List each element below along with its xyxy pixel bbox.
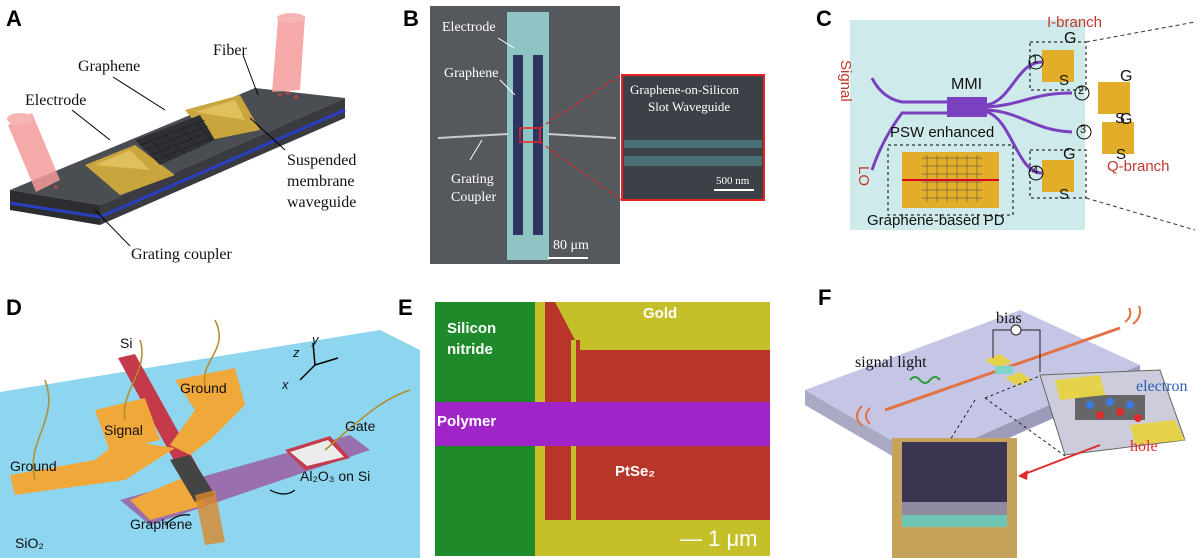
- label-d-x: x: [282, 377, 289, 392]
- label-f-hole: hole: [1130, 438, 1158, 455]
- label-e-gold: Gold: [643, 305, 678, 322]
- label-d-graphene: Graphene: [130, 516, 193, 532]
- label-b-inset-title2: Slot Waveguide: [648, 99, 731, 114]
- label-e-ptse2: PtSe₂: [615, 463, 656, 480]
- label-b-inset-title1: Graphene-on-Silicon: [630, 82, 740, 97]
- panel-c: C: [812, 0, 1200, 270]
- label-b-coupler: Coupler: [451, 190, 497, 205]
- label-c-signal: Signal: [837, 60, 854, 102]
- panel-e: E Silicon nitride Gold Polymer PtSe₂ — 1…: [395, 280, 780, 558]
- label-c-g2: G: [1120, 68, 1133, 85]
- label-d-ground-left: Ground: [10, 458, 57, 474]
- panel-label-d: D: [6, 295, 22, 320]
- panel-label-a: A: [6, 6, 22, 31]
- label-d-z: z: [293, 345, 300, 360]
- panel-e-sem: [435, 302, 770, 556]
- label-c-mmi: MMI: [951, 76, 983, 93]
- label-d-y: y: [312, 332, 319, 347]
- panel-b: B Electrode Graphene Grating Coupler 80 …: [398, 0, 798, 270]
- label-c-s2: S: [1115, 110, 1126, 127]
- label-c-s4: S: [1059, 186, 1070, 203]
- label-c-qbranch: Q-branch: [1107, 158, 1170, 175]
- label-e-nitride: nitride: [447, 341, 493, 358]
- label-c-ibranch: I-branch: [1047, 14, 1103, 31]
- label-c-g3: G: [1120, 111, 1133, 128]
- label-f-electron: electron: [1136, 378, 1188, 395]
- label-c-s1: S: [1059, 72, 1070, 89]
- panel-d-illustration: [0, 319, 420, 558]
- label-c-g4: G: [1063, 146, 1076, 163]
- label-d-gate: Gate: [345, 418, 376, 434]
- label-grating-coupler: Grating coupler: [131, 246, 232, 263]
- panel-label-f: F: [818, 285, 832, 310]
- fiber-right: [272, 13, 305, 92]
- label-c-s3: S: [1116, 146, 1127, 163]
- label-d-ground-top: Ground: [180, 380, 227, 396]
- panel-d: D Si z y x Grou: [0, 280, 420, 558]
- graphene-mesh: [139, 119, 213, 161]
- label-d-sio2: SiO₂: [15, 535, 44, 551]
- label-c-n2: 2: [1078, 85, 1085, 97]
- panel-f-illustration: [805, 305, 1186, 558]
- label-c-lo: LO: [855, 166, 872, 187]
- panel-b-sem: [430, 6, 765, 264]
- label-d-signal: Signal: [104, 422, 143, 438]
- label-e-scale: — 1 μm: [680, 526, 758, 551]
- label-b-grating: Grating: [451, 172, 494, 187]
- label-b-electrode: Electrode: [442, 20, 496, 35]
- label-waveguide: waveguide: [287, 194, 357, 211]
- fiber-left: [7, 113, 60, 192]
- label-suspended: Suspended: [287, 152, 357, 169]
- panel-label-c: C: [816, 6, 832, 31]
- label-c-n4: 4: [1032, 165, 1039, 177]
- label-f-signal-light: signal light: [855, 354, 927, 371]
- panel-c-diagram: [850, 20, 1196, 231]
- label-b-graphene: Graphene: [444, 66, 499, 81]
- label-b-scale: 80 μm: [553, 238, 589, 253]
- panel-a-illustration: [7, 13, 346, 247]
- label-b-inset-scale: 500 nm: [716, 175, 750, 187]
- label-c-pd: Graphene-based PD: [867, 212, 1005, 229]
- label-d-si: Si: [120, 335, 133, 351]
- label-c-g1: G: [1064, 30, 1077, 47]
- panel-a: A: [0, 0, 390, 270]
- label-c-n1: 1: [1032, 54, 1039, 66]
- label-electrode: Electrode: [25, 92, 87, 109]
- label-e-silicon: Silicon: [447, 320, 497, 337]
- label-f-bias: bias: [996, 310, 1022, 327]
- label-c-n3: 3: [1080, 124, 1087, 136]
- label-membrane: membrane: [287, 173, 355, 190]
- label-graphene: Graphene: [78, 58, 141, 75]
- label-fiber: Fiber: [213, 42, 247, 59]
- panel-label-b: B: [403, 6, 419, 31]
- label-c-psw: PSW enhanced: [890, 124, 995, 141]
- panel-f: F: [800, 280, 1200, 558]
- label-e-polymer: Polymer: [437, 413, 497, 430]
- panel-label-e: E: [398, 295, 413, 320]
- label-d-al2o3: Al₂O₃ on Si: [300, 468, 371, 484]
